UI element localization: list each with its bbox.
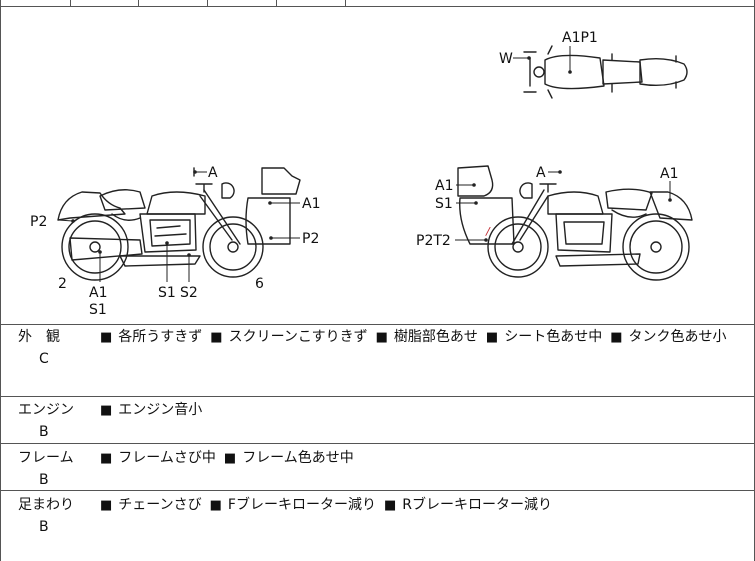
condition-row-exterior: 外 観 C: [18, 328, 60, 368]
condition-notes-engine: エンジン音小: [100, 401, 210, 420]
label-a-mirror: A: [208, 165, 218, 181]
label-s1-screen: S1: [435, 196, 453, 212]
label-a1-muffler: A1: [89, 285, 107, 301]
condition-row-suspension: 足まわり B: [18, 496, 74, 536]
note-item: フレームさび中: [100, 450, 216, 466]
label-a1p1: A1P1: [562, 30, 598, 46]
condition-row-frame: フレーム B: [18, 449, 74, 489]
label-a1-sidecase: A1: [302, 196, 320, 212]
label-p2-sidecase: P2: [302, 231, 319, 247]
note-item: Rブレーキローター減り: [384, 497, 552, 513]
condition-row-engine: エンジン B: [18, 401, 74, 441]
label-2: 2: [58, 276, 67, 292]
label-w: W: [499, 51, 513, 67]
label-a1-screen: A1: [435, 178, 453, 194]
grade-label: B: [39, 519, 49, 535]
grade-label: C: [39, 351, 49, 367]
label-a1-rear-right: A1: [660, 166, 678, 182]
note-item: チェーンさび: [100, 497, 202, 513]
category-label: フレーム: [18, 450, 74, 466]
row-divider: [0, 324, 755, 325]
grade-label: B: [39, 424, 49, 440]
table-divider: [70, 0, 71, 6]
condition-notes-frame: フレームさび中フレーム色あせ中: [100, 449, 362, 468]
label-s2-engine: S2: [180, 285, 198, 301]
note-item: Fブレーキローター減り: [210, 497, 376, 513]
note-item: 樹脂部色あせ: [376, 329, 478, 345]
label-s1-muffler: S1: [89, 302, 107, 318]
row-divider: [0, 490, 755, 491]
category-label: 足まわり: [18, 497, 74, 513]
condition-notes-exterior: 各所うすきずスクリーンこすりきず樹脂部色あせシート色あせ中タンク色あせ小: [100, 328, 735, 347]
right-motorcycle-drawing: / A A1 S1 P2T2 A1: [416, 165, 693, 281]
left-motorcycle-drawing: P2 A A1 P2 2 A1 S1 S1 S2 6: [30, 165, 320, 318]
table-divider: [345, 0, 346, 6]
note-item: フレーム色あせ中: [224, 450, 354, 466]
table-border: [0, 0, 1, 561]
label-a-mirror-right: A: [536, 165, 546, 181]
note-item: 各所うすきず: [100, 329, 202, 345]
label-s1-engine: S1: [158, 285, 176, 301]
note-item: エンジン音小: [100, 402, 202, 418]
category-label: 外 観: [18, 329, 60, 345]
label-p2-rear-fender: P2: [30, 214, 47, 230]
grade-label: B: [39, 472, 49, 488]
label-p2t2: P2T2: [416, 233, 451, 249]
table-border: [0, 6, 755, 7]
damage-diagram: P2 A A1 P2 2 A1 S1 S1 S2 6 W A1P1: [30, 30, 693, 318]
category-label: エンジン: [18, 402, 74, 418]
note-item: シート色あせ中: [486, 329, 602, 345]
condition-notes-suspension: チェーンさび Fブレーキローター減り Rブレーキローター減り: [100, 496, 560, 515]
top-motorcycle-drawing: W A1P1: [499, 30, 688, 99]
row-divider: [0, 396, 755, 397]
note-item: タンク色あせ小: [610, 329, 726, 345]
note-item: スクリーンこすりきず: [210, 329, 367, 345]
table-divider: [207, 0, 208, 6]
label-6: 6: [255, 276, 264, 292]
table-divider: [138, 0, 139, 6]
svg-text:/: /: [485, 225, 491, 238]
table-divider: [276, 0, 277, 6]
row-divider: [0, 443, 755, 444]
